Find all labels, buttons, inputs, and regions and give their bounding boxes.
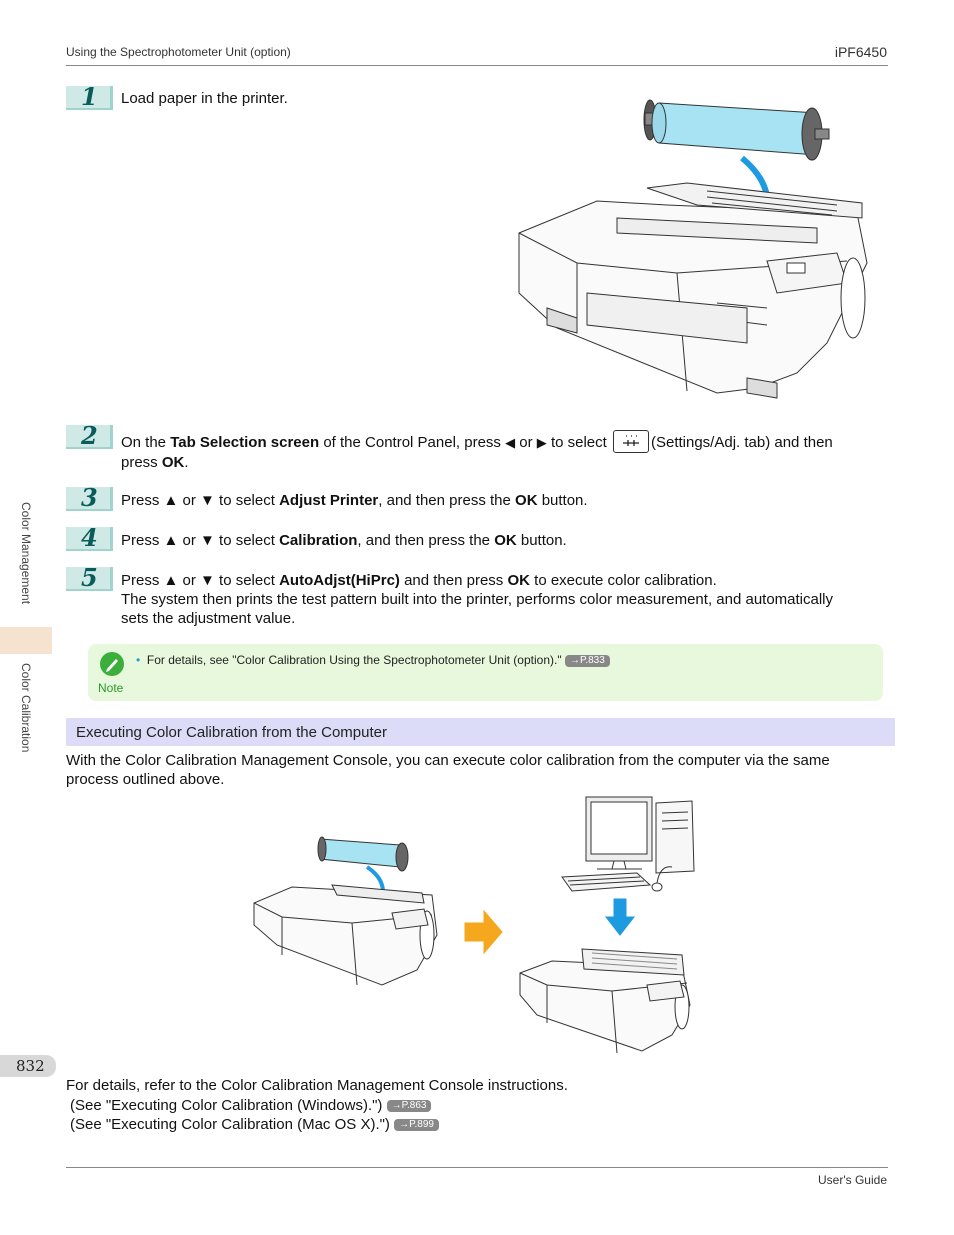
note-pencil-icon (100, 652, 124, 676)
step-1-number: 1 (66, 82, 113, 111)
step-4-number: 4 (66, 523, 113, 552)
step-4-text: Press ▲ or ▼ to select Calibration, and … (121, 532, 567, 549)
step-3-text: Press ▲ or ▼ to select Adjust Printer, a… (121, 492, 588, 509)
note-text: • For details, see "Color Calibration Us… (136, 653, 610, 667)
step-1-text: Load paper in the printer. (121, 90, 288, 107)
section-title: Executing Color Calibration from the Com… (76, 724, 387, 741)
header-section: Using the Spectrophotometer Unit (option… (66, 45, 291, 59)
tab-selection-screen-label: Tab Selection screen (170, 434, 320, 451)
sidebar-subsection: Color Calibration (19, 663, 33, 753)
step-5-text: Press ▲ or ▼ to select AutoAdjst(HiPrc) … (121, 572, 834, 627)
step-2-text: On the Tab Selection screen of the Contr… (121, 430, 891, 472)
step-5-number: 5 (66, 563, 113, 592)
printer-load-paper-illustration (518, 99, 868, 399)
section-heading-bar: Executing Color Calibration from the Com… (66, 718, 895, 746)
note-box: Note • For details, see "Color Calibrati… (88, 644, 883, 701)
page-number: 832 (16, 1057, 45, 1075)
footer-rule (66, 1167, 888, 1168)
windows-ref-line: (See "Executing Color Calibration (Windo… (70, 1096, 432, 1115)
console-instructions-text: For details, refer to the Color Calibrat… (66, 1077, 568, 1094)
sidebar-chapter: Color Management (19, 502, 33, 605)
note-page-ref-link[interactable]: →P.833 (564, 654, 610, 667)
section-intro: With the Color Calibration Management Co… (66, 752, 830, 788)
windows-page-ref-link[interactable]: →P.863 (386, 1100, 432, 1113)
step-3-number: 3 (66, 483, 113, 512)
page-number-tab: 832 (0, 1055, 56, 1077)
footer-guide: User's Guide (818, 1173, 887, 1187)
computer-calibration-workflow-illustration (253, 796, 695, 1054)
step-2-number: 2 (66, 421, 113, 450)
right-arrow-key-icon: ▶ (536, 435, 547, 450)
header-model: iPF6450 (834, 44, 887, 60)
left-arrow-key-icon: ◀ (505, 435, 516, 450)
note-label: Note (98, 681, 124, 695)
sidebar-tab-marker (0, 627, 52, 654)
macos-ref-line: (See "Executing Color Calibration (Mac O… (70, 1115, 439, 1134)
settings-adj-tab-icon (612, 430, 649, 453)
header-rule (66, 65, 888, 66)
macos-page-ref-link[interactable]: →P.899 (394, 1119, 439, 1132)
